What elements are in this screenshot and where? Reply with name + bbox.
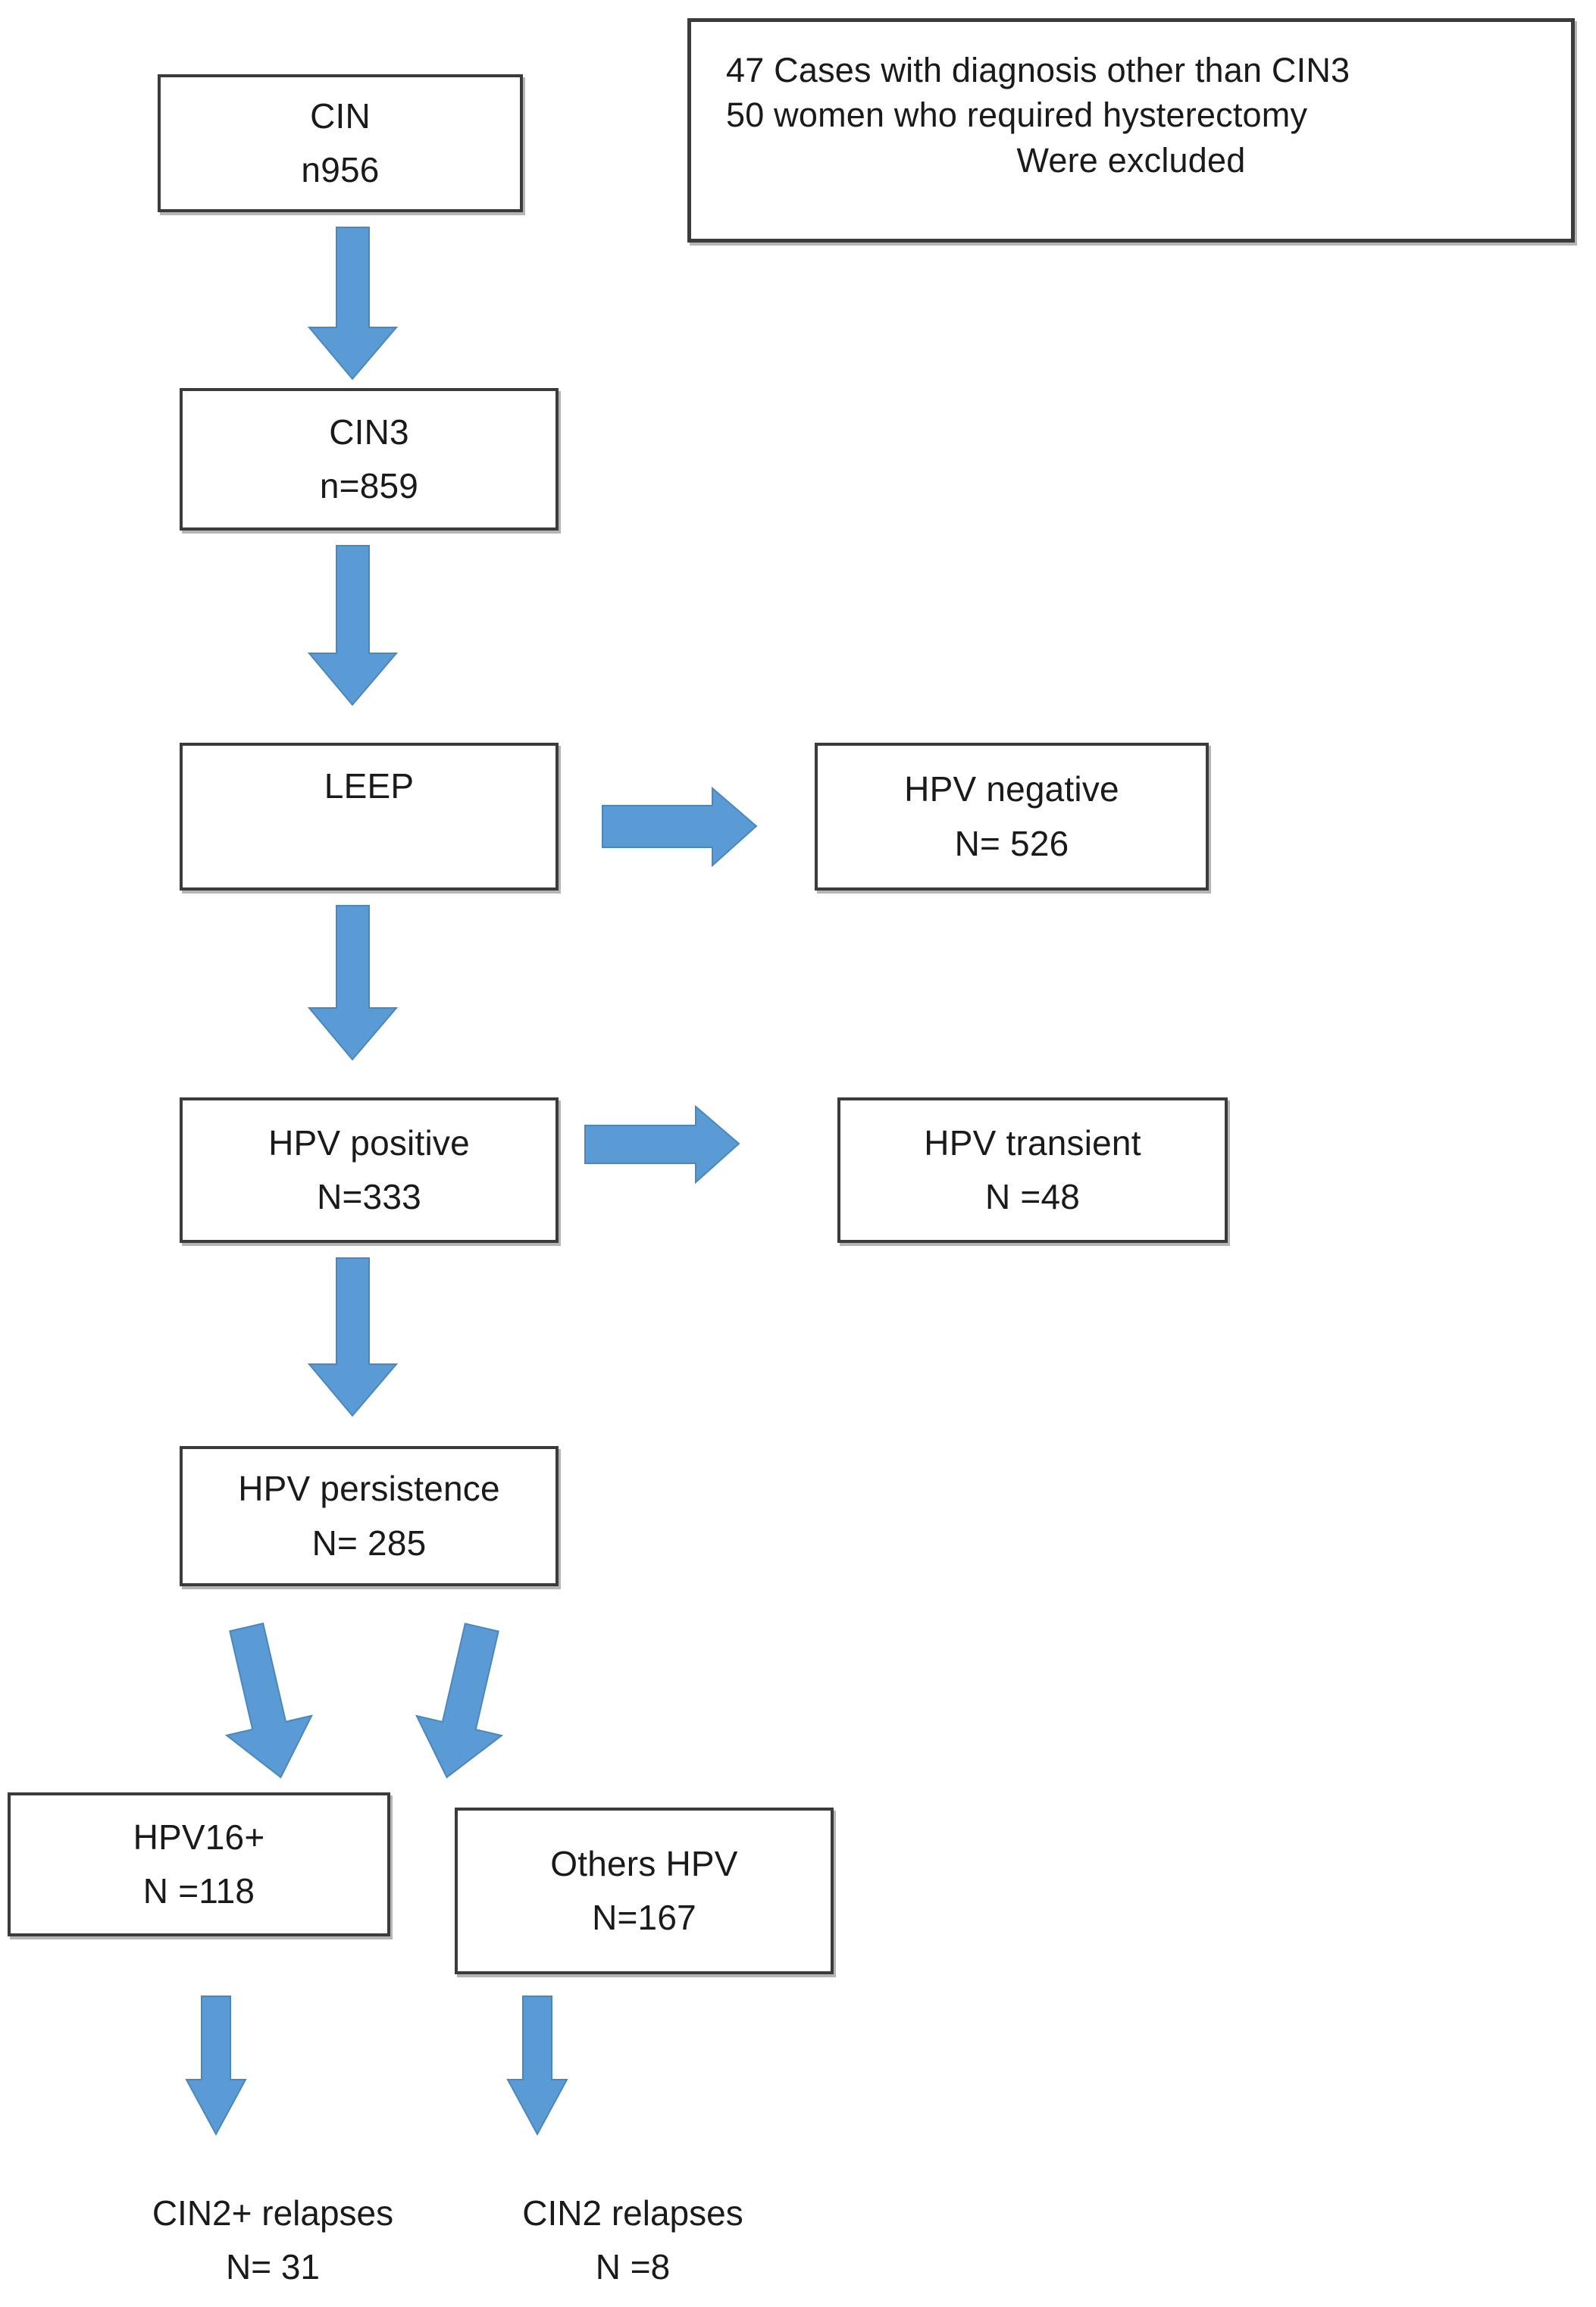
node-excluded-line3: Were excluded bbox=[1016, 140, 1246, 180]
label-cin2plus-line2: N= 31 bbox=[225, 2247, 321, 2287]
label-cin2-line2: N =8 bbox=[595, 2247, 671, 2287]
arrow-hpv-positive-to-transient bbox=[584, 1104, 740, 1185]
node-excluded-line2: 50 women who required hysterectomy bbox=[726, 95, 1308, 135]
node-hpv-persistence[interactable]: HPV persistence N= 285 bbox=[180, 1446, 559, 1586]
arrow-persistence-to-hpv16 bbox=[224, 1622, 314, 1779]
node-hpv-negative-line2: N= 526 bbox=[954, 823, 1069, 863]
label-cin2-relapses: CIN2 relapses N =8 bbox=[470, 2186, 796, 2295]
arrow-cin-to-cin3 bbox=[307, 227, 399, 380]
node-leep[interactable]: LEEP bbox=[180, 743, 559, 891]
node-hpv-positive-line1: HPV positive bbox=[268, 1122, 470, 1163]
node-cin3-line2: n=859 bbox=[319, 466, 419, 506]
node-cin-line1: CIN bbox=[310, 95, 371, 136]
arrow-persistence-to-others bbox=[415, 1623, 504, 1779]
node-hpv-negative[interactable]: HPV negative N= 526 bbox=[815, 743, 1209, 891]
node-hpv-transient-line1: HPV transient bbox=[924, 1122, 1141, 1163]
label-cin2plus-line1: CIN2+ relapses bbox=[152, 2193, 394, 2233]
node-hpv-negative-line1: HPV negative bbox=[904, 769, 1119, 809]
arrow-others-to-cin2 bbox=[506, 1996, 568, 2136]
node-excluded[interactable]: 47 Cases with diagnosis other than CIN3 … bbox=[687, 18, 1575, 243]
node-hpv-persistence-line1: HPV persistence bbox=[238, 1469, 500, 1509]
node-leep-line1: LEEP bbox=[324, 766, 415, 806]
node-hpv-positive-line2: N=333 bbox=[317, 1177, 421, 1216]
node-others-hpv[interactable]: Others HPV N=167 bbox=[455, 1808, 834, 1974]
node-hpv-persistence-line2: N= 285 bbox=[311, 1523, 427, 1563]
label-cin2plus-relapses: CIN2+ relapses N= 31 bbox=[99, 2186, 447, 2295]
arrow-leep-to-hpv-positive bbox=[307, 905, 399, 1061]
arrow-cin3-to-leep bbox=[307, 545, 399, 706]
node-others-hpv-line1: Others HPV bbox=[550, 1843, 738, 1883]
node-cin3[interactable]: CIN3 n=859 bbox=[180, 388, 559, 531]
node-cin-line2: n956 bbox=[301, 150, 380, 189]
arrow-leep-to-hpv-negative bbox=[602, 786, 758, 868]
arrow-hpv-positive-to-persistence bbox=[307, 1257, 399, 1417]
arrow-hpv16-to-cin2plus bbox=[185, 1996, 247, 2136]
node-hpv-positive[interactable]: HPV positive N=333 bbox=[180, 1097, 559, 1243]
node-excluded-line1: 47 Cases with diagnosis other than CIN3 bbox=[726, 51, 1350, 89]
node-hpv16-positive[interactable]: HPV16+ N =118 bbox=[8, 1792, 390, 1936]
label-cin2-line1: CIN2 relapses bbox=[522, 2193, 743, 2233]
node-others-hpv-line2: N=167 bbox=[592, 1898, 696, 1937]
node-cin[interactable]: CIN n956 bbox=[158, 74, 523, 212]
node-hpv-transient[interactable]: HPV transient N =48 bbox=[837, 1097, 1228, 1243]
node-hpv16-line1: HPV16+ bbox=[133, 1817, 265, 1857]
node-hpv-transient-line2: N =48 bbox=[984, 1177, 1081, 1216]
node-cin3-line1: CIN3 bbox=[329, 412, 409, 452]
node-hpv16-line2: N =118 bbox=[142, 1871, 255, 1911]
